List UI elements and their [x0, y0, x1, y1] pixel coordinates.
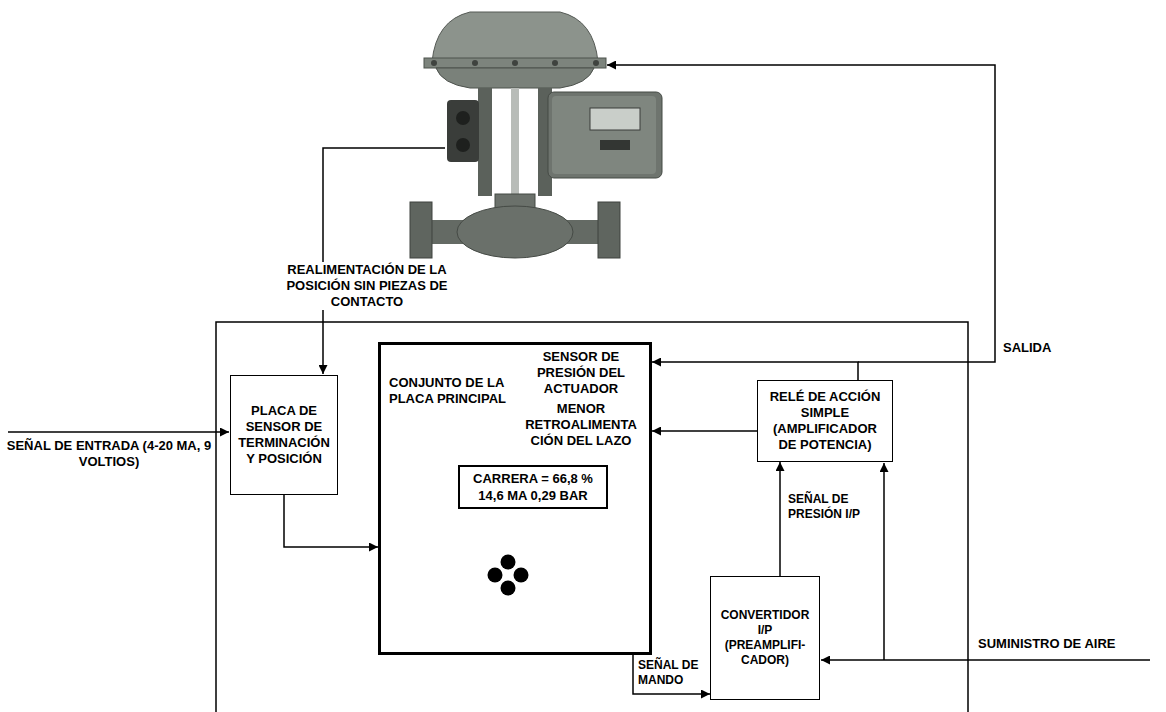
relay-box: RELÉ DE ACCIÓN SIMPLE (AMPLIFICADOR DE P…	[757, 380, 893, 462]
flange-bolt	[512, 60, 518, 66]
feedback-annotation: REALIMENTACIÓN DE LA POSICIÓN SIN PIEZAS…	[282, 262, 452, 310]
actuator-lower-casing	[436, 68, 594, 88]
yoke-leg	[478, 88, 492, 196]
signal-connector	[284, 495, 378, 547]
display-window: CARRERA = 66,8 %14,6 MA 0,29 BAR	[458, 465, 608, 509]
port-hole	[456, 111, 470, 125]
node-text: PLACA DE SENSOR DE TERMINACIÓN Y POSICIÓ…	[237, 403, 331, 467]
air-supply-branch	[883, 463, 885, 660]
air-supply-annotation: SUMINISTRO DE AIRE	[978, 636, 1153, 652]
port-hole	[456, 138, 470, 152]
output-annotation: SALIDA	[1003, 340, 1083, 356]
valve-flange	[410, 202, 432, 258]
valve-body	[457, 206, 573, 258]
pneumatic-ports	[447, 100, 479, 162]
connector-label: SEÑAL DE PRESIÓN I/P	[788, 492, 868, 522]
sensor-board-box: PLACA DE SENSOR DE TERMINACIÓN Y POSICIÓ…	[230, 375, 338, 495]
flange-bolt	[472, 60, 478, 66]
positioner-display	[590, 108, 640, 130]
signal-connector	[633, 655, 710, 694]
positioner-cover	[552, 96, 656, 174]
node-text: CARRERA = 66,8 %	[466, 470, 600, 487]
sensor-label: SENSOR DE PRESIÓN DEL ACTUADOR	[517, 349, 645, 397]
push-button	[514, 568, 529, 583]
flange-bolt	[552, 60, 558, 66]
actuator-flange	[424, 58, 606, 68]
output-pressure-line	[607, 65, 995, 362]
flange-bolt	[593, 60, 599, 66]
node-text: RELÉ DE ACCIÓN SIMPLE (AMPLIFICADOR DE P…	[764, 389, 886, 453]
node-text: 14,6 MA 0,29 BAR	[466, 487, 600, 504]
flange-bolt	[431, 60, 437, 66]
position-feedback-line	[323, 148, 445, 374]
valve-stem	[511, 88, 519, 196]
main-board-box: CONJUNTO DE LA PLACA PRINCIPALSENSOR DE …	[378, 342, 652, 655]
signal-connector	[652, 362, 858, 380]
connector-label: SEÑAL DE MANDO	[638, 658, 706, 688]
push-button	[501, 555, 516, 570]
signal-connector	[652, 430, 757, 432]
node-text: CONVERTIDOR I/P (PREAMPLIFI- CADOR)	[717, 608, 813, 668]
signal-connector	[779, 462, 781, 576]
input-signal-line	[8, 431, 229, 433]
input-signal-annotation: SEÑAL DE ENTRADA (4-20 MA, 9 VOLTIOS)	[6, 438, 212, 470]
push-button	[501, 581, 516, 596]
positioner-badge	[600, 140, 630, 150]
push-button	[488, 568, 503, 583]
board-heading: CONJUNTO DE LA PLACA PRINCIPAL	[389, 375, 513, 407]
actuator-dome	[432, 12, 598, 62]
feedback-label: MENOR RETROALIMENTA CIÓN DEL LAZO	[517, 401, 645, 449]
positioner-housing	[548, 92, 662, 178]
valve-flange	[598, 202, 620, 258]
air-supply-line	[821, 659, 1150, 661]
converter-box: CONVERTIDOR I/P (PREAMPLIFI- CADOR)	[710, 576, 820, 700]
positioner-housing-outline	[216, 322, 968, 712]
